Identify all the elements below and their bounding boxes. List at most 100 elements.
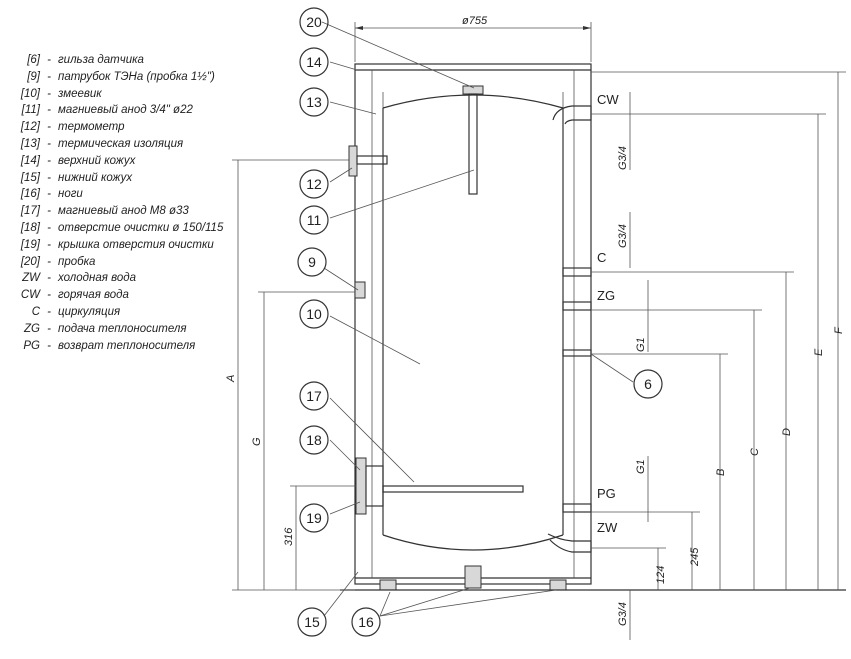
svg-text:6: 6 [644,376,652,392]
legend-code: [9] [27,70,40,83]
legend-code: [16] [20,188,40,201]
left-dimensions: A G 316 [225,159,356,591]
legend-dash: - [47,238,51,251]
thread-zg: G1 [635,337,647,352]
legend-code: [14] [20,154,40,167]
legend-row: [16]-ноги [8,188,268,205]
legend-code: [11] [21,104,40,117]
legend-dash: - [47,255,51,268]
legend-code: [17] [20,205,40,218]
legend-text: подача теплоносителя [58,322,187,335]
port-c: C [597,250,606,265]
callout-10: 10 [299,299,329,329]
thread-zw: G3/4 [617,602,629,626]
callout-15: 15 [297,607,327,637]
svg-text:14: 14 [306,54,322,70]
svg-text:10: 10 [306,306,322,322]
dim-124: 124 [655,566,667,584]
legend-dash: - [47,339,51,352]
svg-text:17: 17 [306,388,322,404]
callout-6: 6 [633,369,663,399]
legend-code: ZG [24,322,40,335]
legend-row: [17]-магниевый анод M8 ø33 [8,205,268,222]
legend-text: магниевый анод 3/4" ø22 [58,104,193,117]
legend-row: C-циркуляция [8,306,268,323]
cleaning-opening [355,457,384,515]
legend-text: термическая изоляция [58,137,184,150]
callout-13: 13 [299,87,329,117]
legend-code: [13] [20,137,40,150]
dim-245: 245 [689,547,701,567]
legend-dash: - [47,121,51,134]
legend-text: гильза датчика [58,54,144,66]
feet [340,565,846,591]
legend-dash: - [47,54,51,66]
legend-code: [10] [20,87,40,100]
right-dimensions: 124 245 B C D E F [591,71,846,590]
legend-text: пробка [58,255,96,268]
port-labels: CW C ZG PG ZW [597,92,619,535]
dim-316: 316 [283,527,295,546]
legend-dash: - [47,154,51,167]
callout-12: 12 [299,169,329,199]
legend-row: ZG-подача теплоносителя [8,323,268,340]
thread-pg: G1 [635,459,647,474]
port-cw: CW [597,92,619,107]
legend-text: змеевик [58,87,102,100]
legend-text: возврат теплоносителя [58,339,196,352]
svg-text:16: 16 [358,614,374,630]
svg-text:18: 18 [306,432,322,448]
legend-row: [14]-верхний кожух [8,155,268,172]
legend-text: холодная вода [58,272,136,285]
legend-row: [10]-змеевик [8,88,268,105]
legend-dash: - [47,104,51,117]
diameter-dimension: ø755 [354,15,592,62]
svg-text:9: 9 [308,254,316,270]
thread-cw: G3/4 [617,146,629,170]
legend-row: [12]-термометр [8,121,268,138]
legend-text: отверстие очистки ø 150/115 [58,221,224,234]
dim-d: D [781,428,793,436]
legend-dash: - [47,305,51,318]
svg-text:12: 12 [306,176,322,192]
legend-row: [19]-крышка отверстия очистки [8,239,268,256]
port-pg: PG [597,486,616,501]
port-zg: ZG [597,288,615,303]
callout-17: 17 [299,381,329,411]
legend-text: термометр [58,121,125,134]
legend-code: [19] [20,238,40,251]
legend-code: [20] [20,255,40,268]
leader-lines [321,21,634,617]
svg-text:11: 11 [307,212,322,228]
dim-b: B [715,469,727,476]
legend-dash: - [47,272,51,285]
thread-labels: G3/4 G3/4 G1 G1 G3/4 [617,92,649,640]
legend-dash: - [47,205,51,218]
legend-text: горячая вода [58,289,129,302]
legend-text: магниевый анод M8 ø33 [58,205,189,218]
legend-dash: - [47,70,51,83]
legend-row: [20]-пробка [8,256,268,273]
legend-dash: - [47,87,51,100]
thermometer [348,145,388,177]
dim-a: A [225,375,237,383]
legend-text: крышка отверстия очистки [58,238,214,251]
legend-row: [18]-отверстие очистки ø 150/115 [8,222,268,239]
dim-f: F [833,326,845,334]
svg-text:13: 13 [306,94,322,110]
svg-text:15: 15 [304,614,320,630]
legend-row: [15]-нижний кожух [8,172,268,189]
top-plug-and-anode [462,85,484,195]
legend-code: [6] [27,54,40,66]
legend-dash: - [47,137,51,150]
port-zw: ZW [597,520,618,535]
legend-text: нижний кожух [58,171,133,184]
legend-row: [11]-магниевый анод 3/4" ø22 [8,104,268,121]
callout-16: 16 [351,607,381,637]
legend-row: ZW-холодная вода [8,272,268,289]
callout-19: 19 [299,503,329,533]
legend-code: CW [20,289,40,302]
legend-code: [18] [20,221,40,234]
diameter-label: ø755 [462,15,488,27]
